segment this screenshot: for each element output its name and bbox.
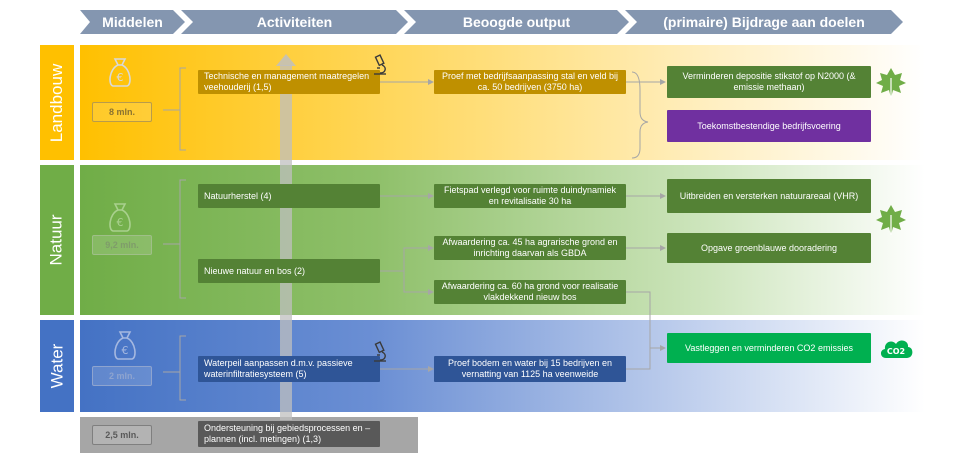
- budget-natuur: 9,2 mln.: [92, 235, 152, 255]
- activity-natuur-nieuw: Nieuwe natuur en bos (2): [198, 259, 380, 283]
- header-output: Beoogde output: [404, 10, 629, 34]
- money-bag-icon: €: [114, 331, 136, 360]
- goal-landbouw-stikstof: Verminderen depositie stikstof op N2000 …: [667, 66, 871, 98]
- output-natuur-bos: Afwaardering ca. 60 ha grond voor realis…: [434, 280, 626, 304]
- goal-natuur-groenblauw: Opgave groenblauwe dooradering: [667, 233, 871, 263]
- tab-landbouw: Landbouw: [40, 45, 74, 160]
- microscope-icon: [374, 341, 386, 362]
- activity-support: Ondersteuning bij gebiedsprocessen en –p…: [198, 421, 380, 447]
- output-natuur-gbda: Afwaardering ca. 45 ha agrarische grond …: [434, 236, 626, 260]
- co2-badge-text: CO2: [887, 347, 905, 356]
- budget-water: 2 mln.: [92, 366, 152, 386]
- leaf-icon: [876, 205, 906, 235]
- money-bag-icon: €: [109, 203, 131, 232]
- output-landbouw: Proef met bedrijfsaanpassing stal en vel…: [434, 70, 626, 94]
- output-natuur-fietspad: Fietspad verlegd voor ruimte duindynamie…: [434, 184, 626, 208]
- co2-cloud-icon: CO2: [880, 340, 913, 358]
- output-water: Proef bodem en water bij 15 bedrijven en…: [434, 356, 626, 382]
- goal-natuur-areaal: Uitbreiden en versterken natuurareaal (V…: [667, 179, 871, 213]
- tab-natuur: Natuur: [40, 165, 74, 315]
- svg-text:€: €: [122, 344, 129, 357]
- goal-water-co2: Vastleggen en verminderen CO2 emissies: [667, 333, 871, 363]
- budget-support: 2,5 mln.: [92, 425, 152, 445]
- tab-water: Water: [40, 320, 74, 412]
- activity-water: Waterpeil aanpassen d.m.v. passieve wate…: [198, 356, 380, 382]
- leaf-icon: [876, 68, 906, 98]
- activity-landbouw: Technische en management maatregelen vee…: [198, 70, 380, 94]
- header-bijdrage: (primaire) Bijdrage aan doelen: [625, 10, 903, 34]
- activity-natuur-herstel: Natuurherstel (4): [198, 184, 380, 208]
- money-bag-icon: €: [109, 58, 131, 87]
- svg-text:€: €: [117, 216, 124, 229]
- goal-landbouw-toekomst: Toekomstbestendige bedrijfsvoering: [667, 110, 871, 142]
- svg-text:€: €: [117, 71, 124, 84]
- header-middelen: Middelen: [80, 10, 185, 34]
- header-activiteiten: Activiteiten: [181, 10, 408, 34]
- microscope-icon: [374, 54, 386, 75]
- budget-landbouw: 8 mln.: [92, 102, 152, 122]
